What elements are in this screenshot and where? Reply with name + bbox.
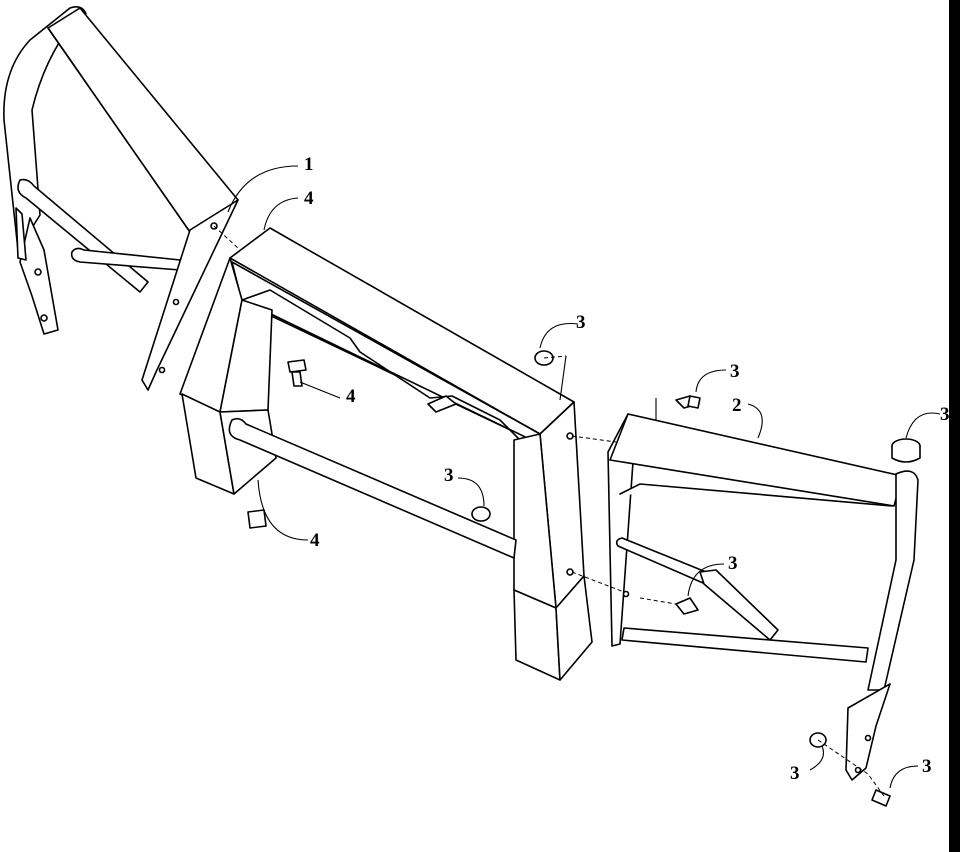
callout-1: 1 — [304, 154, 314, 175]
callout-4-bolt: 4 — [346, 386, 356, 407]
callout-3-bottom-bolt: 3 — [922, 756, 932, 777]
callout-2: 2 — [732, 395, 742, 416]
callout-3-bottom-nut: 3 — [790, 763, 800, 784]
callout-3-upper-nut: 3 — [576, 312, 586, 333]
center-bumper-section — [179, 227, 593, 681]
callout-3-cap: 3 — [940, 404, 950, 425]
right-edge-border — [949, 0, 960, 852]
callout-3-lower-bolt: 3 — [728, 553, 738, 574]
callout-4-top: 4 — [304, 188, 314, 209]
callout-3-top-bolt: 3 — [730, 361, 740, 382]
callout-4-nut: 4 — [310, 530, 320, 551]
right-bumper-section — [607, 413, 921, 781]
callout-3-center-nut: 3 — [444, 465, 454, 486]
fasteners — [247, 350, 891, 807]
left-bumper-section — [3, 6, 239, 391]
leader-lines — [213, 165, 941, 797]
